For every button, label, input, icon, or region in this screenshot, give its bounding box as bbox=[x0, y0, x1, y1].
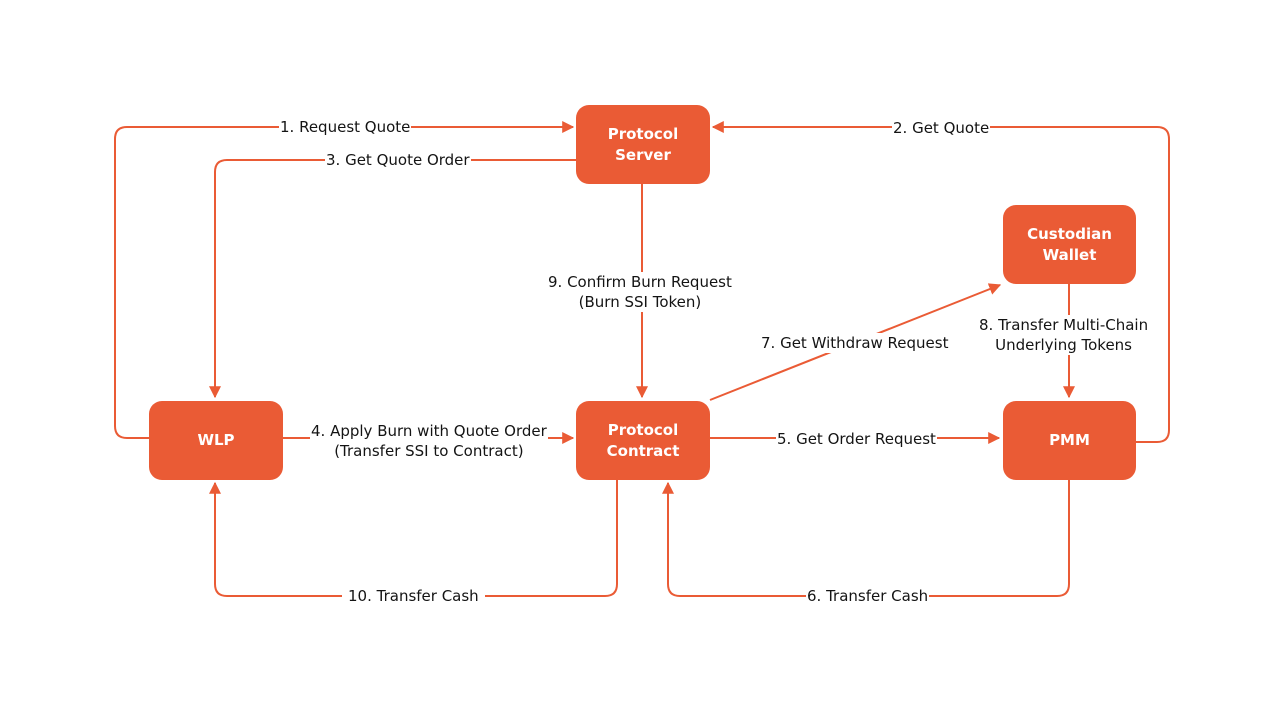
node-pmm: PMM bbox=[1003, 401, 1136, 480]
node-wlp: WLP bbox=[149, 401, 283, 480]
edge-3-line bbox=[209, 159, 576, 399]
edge-3-label: 3. Get Quote Order bbox=[325, 150, 471, 170]
edge-5-label: 5. Get Order Request bbox=[776, 429, 937, 449]
edge-7-label: 7. Get Withdraw Request bbox=[760, 333, 950, 353]
edge-6-line bbox=[662, 480, 1070, 597]
edge-8-label: 8. Transfer Multi-Chain Underlying Token… bbox=[978, 315, 1150, 355]
edge-10-label: 10. Transfer Cash bbox=[342, 586, 485, 606]
edge-9-label: 9. Confirm Burn Request (Burn SSI Token) bbox=[547, 272, 733, 312]
node-custodian-wallet: Custodian Wallet bbox=[1003, 205, 1136, 284]
edge-4-label: 4. Apply Burn with Quote Order (Transfer… bbox=[310, 421, 548, 461]
edge-6-label: 6. Transfer Cash bbox=[806, 586, 930, 606]
node-protocol-contract: Protocol Contract bbox=[576, 401, 710, 480]
edge-2-label: 2. Get Quote bbox=[892, 118, 991, 138]
edge-2-line bbox=[711, 121, 1170, 443]
edge-1-label: 1. Request Quote bbox=[279, 117, 412, 137]
node-protocol-server: Protocol Server bbox=[576, 105, 710, 184]
edge-1-line bbox=[114, 121, 575, 439]
edge-10-line bbox=[209, 480, 618, 597]
